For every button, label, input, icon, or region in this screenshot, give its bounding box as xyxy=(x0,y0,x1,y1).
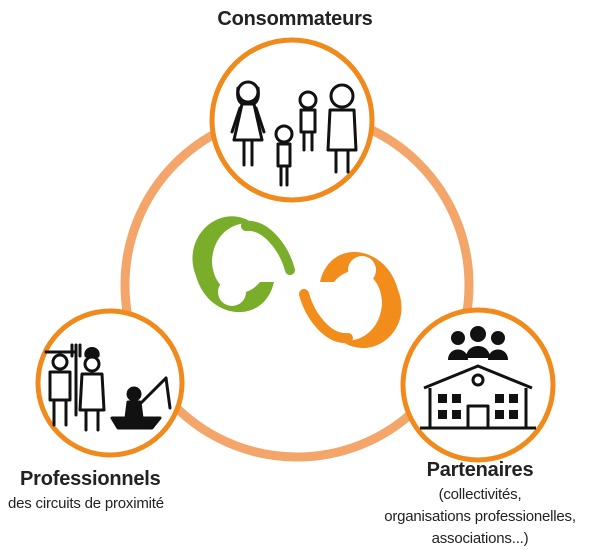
professionnels-title: Professionnels xyxy=(20,468,161,490)
townhall-people-icon xyxy=(420,326,536,430)
consommateurs-node xyxy=(209,37,375,203)
partenaires-node xyxy=(400,307,556,463)
professionnels-subtitle: des circuits de proximité xyxy=(8,495,164,512)
farmer-chef-fisher-icon xyxy=(44,343,172,432)
professionnels-label: Professionnels des circuits de proximité xyxy=(8,468,164,513)
partenaires-label: Partenaires (collectivités, organisation… xyxy=(360,459,590,548)
consommateurs-title: Consommateurs xyxy=(217,8,373,30)
family-icon xyxy=(230,80,358,187)
partenaires-subtitle-line-3: associations...) xyxy=(431,530,529,547)
consommateurs-label: Consommateurs xyxy=(0,8,590,31)
partenaires-subtitle-line-1: (collectivités, xyxy=(438,486,522,503)
partenaires-subtitle-line-2: organisations professionelles, xyxy=(384,508,576,525)
green-orange-logo-icon xyxy=(192,216,402,348)
partenaires-title: Partenaires xyxy=(426,459,534,481)
professionnels-node xyxy=(35,308,185,458)
